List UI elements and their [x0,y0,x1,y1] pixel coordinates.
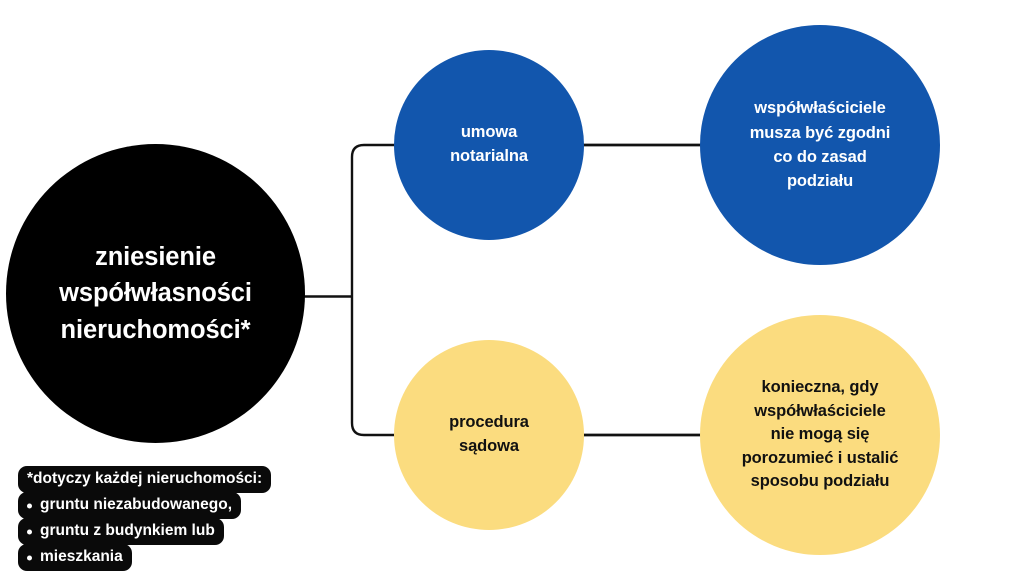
footnote-list-item: gruntu z budynkiem lub [18,518,358,545]
footnote-list-item: gruntu niezabudowanego, [18,492,358,519]
node-root-label: zniesienie współwłasności nieruchomości* [59,243,252,344]
footnote-heading-row: *dotyczy każdej nieruchomości: [18,466,358,493]
bullet-icon [27,529,32,534]
node-detail-court-necessary-label: konieczna, gdy współwłaściciele nie mogą… [741,378,899,491]
node-detail-court-necessary[interactable]: konieczna, gdy współwłaściciele nie mogą… [700,315,940,555]
footnote-item-1: gruntu niezabudowanego, [18,492,242,519]
footnote-legend: *dotyczy każdej nieruchomości: gruntu ni… [18,466,358,571]
node-branch-court-procedure-label: procedura sądowa [449,413,529,455]
footnote-item-3: mieszkania [18,544,132,571]
node-detail-co-owners-agreement[interactable]: współwłaściciele musza być zgodni co do … [700,25,940,265]
connector-branch-lower [350,296,400,437]
footnote-list-item: mieszkania [18,544,358,571]
bullet-icon [27,503,32,508]
node-branch-court-procedure[interactable]: procedura sądowa [394,340,584,530]
footnote-item-2: gruntu z budynkiem lub [18,518,224,545]
node-detail-co-owners-agreement-label: współwłaściciele musza być zgodni co do … [749,99,891,191]
node-branch-notarial-agreement[interactable]: umowa notarialna [394,50,584,240]
node-branch-notarial-agreement-label: umowa notarialna [450,123,528,165]
connector-branch-upper [350,143,400,297]
bullet-icon [27,555,32,560]
node-root-topic[interactable]: zniesienie współwłasności nieruchomości* [6,144,305,443]
footnote-heading: *dotyczy każdej nieruchomości: [18,466,272,493]
